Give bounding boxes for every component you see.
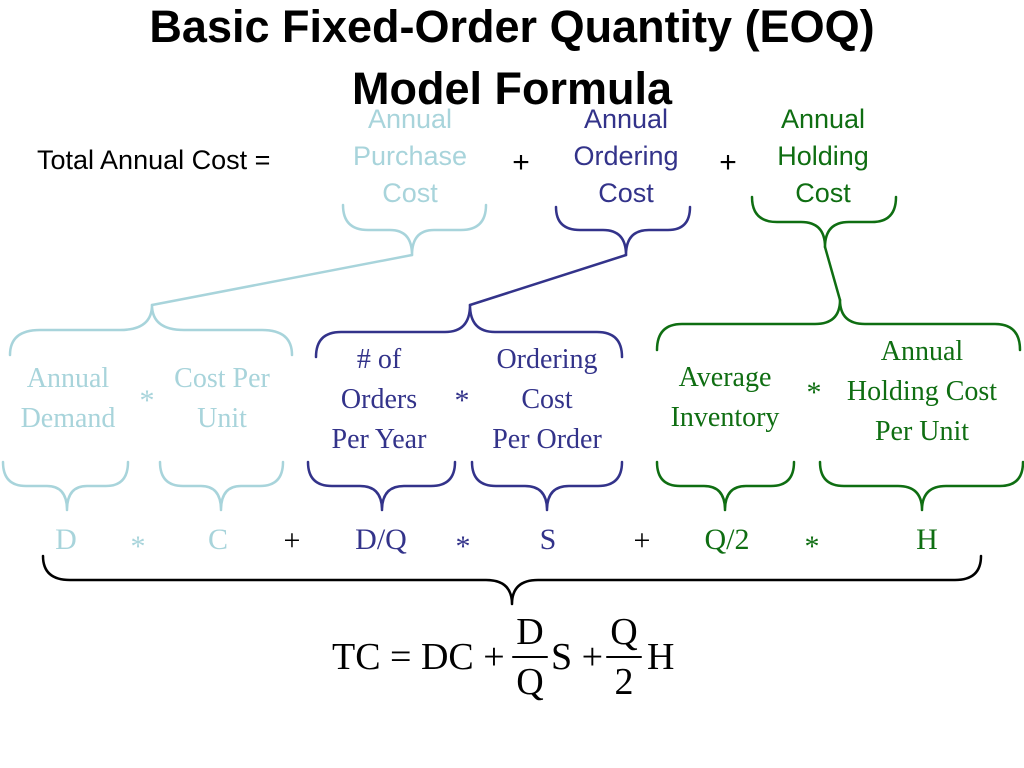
ordering-cost-per-order-line-2: Cost xyxy=(521,384,573,415)
times-sign-ordering: * xyxy=(454,384,470,417)
formula-s-plus: S + xyxy=(551,636,604,678)
holding-line-3: Cost xyxy=(795,178,851,208)
symbol-s: S xyxy=(539,523,557,556)
connector-ordering xyxy=(468,253,628,307)
orders-per-year-label: # of Orders Per Year xyxy=(332,340,427,460)
formula-h: H xyxy=(647,636,675,678)
symbol-plus-1: + xyxy=(283,524,301,557)
ordering-line-3: Cost xyxy=(598,178,654,208)
orders-per-year-line-1: # of xyxy=(356,344,402,375)
average-inventory-label: Average Inventory xyxy=(671,358,780,438)
cost-per-unit-label: Cost Per Unit xyxy=(174,359,270,439)
symbol-plus-2: + xyxy=(633,524,651,557)
formula-frac1-numerator: D xyxy=(516,611,544,653)
orders-per-year-line-3: Per Year xyxy=(331,424,427,455)
times-sign-purchase: * xyxy=(139,384,155,417)
brace-holding-cost-per-unit xyxy=(818,460,1024,512)
title-line-1: Basic Fixed-Order Quantity (EOQ) xyxy=(149,1,875,52)
average-inventory-line-2: Inventory xyxy=(670,402,780,433)
annual-holding-cost-label: Annual Holding Cost xyxy=(777,101,869,212)
annual-purchase-cost-label: Annual Purchase Cost xyxy=(353,101,467,212)
symbol-times-1: * xyxy=(130,530,146,563)
symbol-times-3: * xyxy=(804,530,820,563)
symbol-d: D xyxy=(55,523,77,556)
symbol-d-over-q: D/Q xyxy=(355,523,407,556)
cost-per-unit-line-1: Cost Per xyxy=(174,363,270,394)
annual-demand-line-2: Demand xyxy=(20,403,116,434)
connector-holding xyxy=(823,245,842,302)
title-line-2: Model Formula xyxy=(351,63,672,114)
brace-total xyxy=(41,554,983,606)
brace-annual-demand xyxy=(1,460,130,512)
symbol-h: H xyxy=(916,523,938,556)
purchase-line-1: Annual xyxy=(367,104,453,134)
annual-demand-line-1: Annual xyxy=(26,363,110,394)
connector-purchase xyxy=(150,253,414,307)
annual-demand-label: Annual Demand xyxy=(21,359,116,439)
brace-holding-middle xyxy=(655,298,1022,352)
annual-ordering-cost-label: Annual Ordering Cost xyxy=(573,101,678,212)
holding-line-1: Annual xyxy=(780,104,866,134)
purchase-line-2: Purchase xyxy=(352,141,468,171)
brace-orders-per-year xyxy=(306,460,457,512)
brace-cost-per-unit xyxy=(158,460,285,512)
brace-purchase-top xyxy=(341,203,488,257)
formula-frac1-denominator: Q xyxy=(516,661,544,703)
brace-ordering-middle xyxy=(314,303,624,359)
brace-average-inventory xyxy=(655,460,796,512)
symbol-c: C xyxy=(207,523,229,556)
ordering-line-1: Annual xyxy=(583,104,669,134)
symbol-times-2: * xyxy=(455,530,471,563)
symbol-q-over-2: Q/2 xyxy=(704,523,750,556)
total-annual-cost-label: Total Annual Cost = xyxy=(37,145,271,175)
holding-line-2: Holding xyxy=(777,141,869,171)
holding-cost-per-unit-line-1: Annual xyxy=(880,336,964,367)
brace-ordering-cost-per-order xyxy=(470,460,624,512)
formula-tc-dc: TC = DC + xyxy=(332,636,505,678)
plus-sign-1: + xyxy=(512,146,530,179)
ordering-cost-per-order-line-1: Ordering xyxy=(496,344,598,375)
brace-ordering-top xyxy=(554,205,692,257)
holding-cost-per-unit-line-3: Per Unit xyxy=(874,416,970,447)
orders-per-year-line-2: Orders xyxy=(340,384,418,415)
formula-frac2-denominator: 2 xyxy=(614,661,634,703)
cost-per-unit-line-2: Unit xyxy=(197,403,247,434)
purchase-line-3: Cost xyxy=(382,178,438,208)
holding-cost-per-unit-line-2: Holding Cost xyxy=(846,376,998,407)
plus-sign-2: + xyxy=(719,146,737,179)
brace-purchase-middle xyxy=(8,303,294,357)
brace-holding-top xyxy=(750,195,898,249)
ordering-cost-per-order-label: Ordering Cost Per Order xyxy=(492,340,602,460)
formula-frac2-numerator: Q xyxy=(610,611,638,653)
times-sign-holding: * xyxy=(806,376,822,409)
average-inventory-line-1: Average xyxy=(678,362,772,393)
ordering-cost-per-order-line-3: Per Order xyxy=(492,424,602,455)
holding-cost-per-unit-label: Annual Holding Cost Per Unit xyxy=(847,332,997,452)
ordering-line-2: Ordering xyxy=(573,141,679,171)
